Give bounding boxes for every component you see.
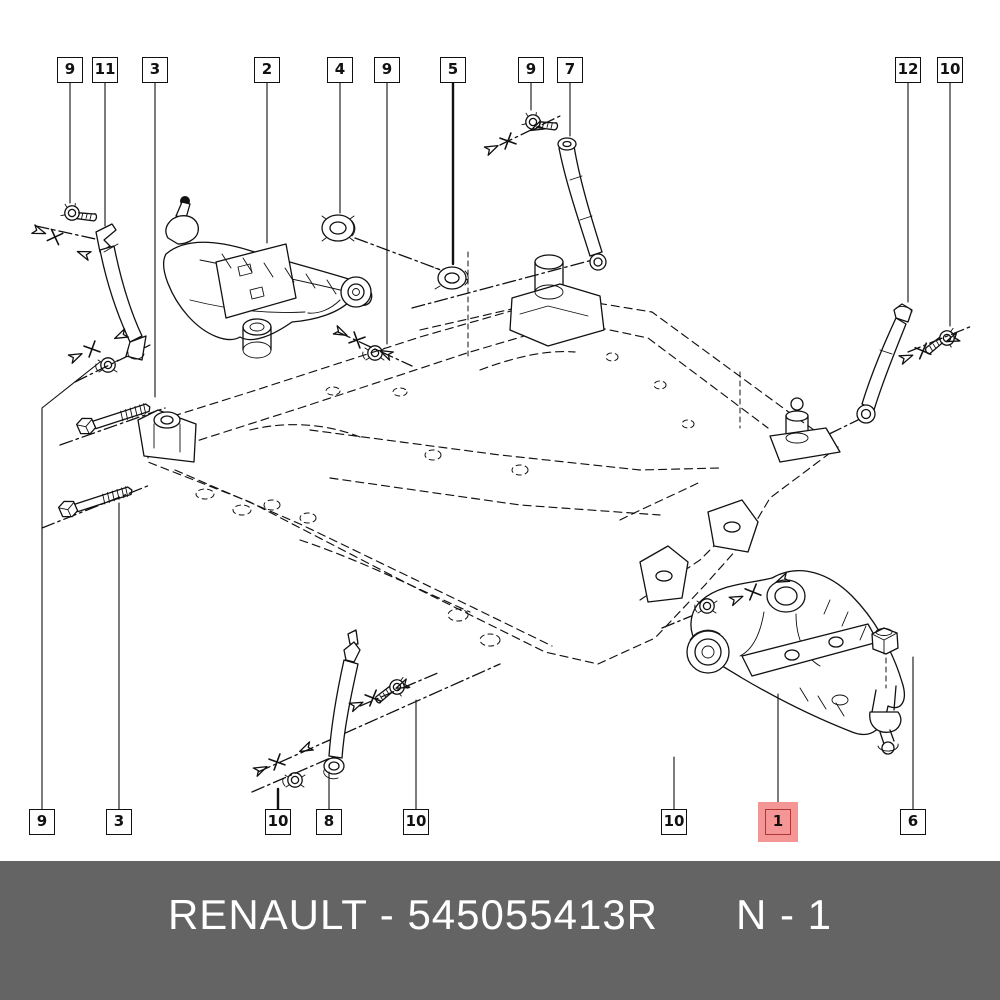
control-arm-left-part-2	[163, 196, 373, 359]
link-part-8	[323, 629, 361, 780]
callout-part-6[interactable]: 6	[900, 809, 926, 835]
callout-part-7[interactable]: 7	[557, 57, 583, 83]
callout-part-10[interactable]: 10	[265, 809, 291, 835]
callout-part-9[interactable]: 9	[374, 57, 400, 83]
bushing-part-4	[321, 214, 356, 242]
callout-part-10[interactable]: 10	[661, 809, 687, 835]
nut-part-10-bottom	[282, 772, 306, 788]
callout-part-3[interactable]: 3	[142, 57, 168, 83]
callout-part-9[interactable]: 9	[518, 57, 544, 83]
footer-part-number-text: RENAULT - 545055413R	[167, 891, 659, 938]
subframe-right-tower	[769, 397, 841, 463]
nut-part-6	[871, 627, 899, 689]
subframe-left-mount	[137, 409, 197, 463]
callout-part-9[interactable]: 9	[29, 809, 55, 835]
footer-bar: RENAULT - 545055413R N - 1	[0, 861, 1000, 1000]
long-bolt-upper	[75, 403, 151, 435]
torque-marks	[31, 120, 961, 777]
callout-part-8[interactable]: 8	[316, 809, 342, 835]
control-arm-right-part-1	[686, 570, 905, 736]
link-part-7	[557, 137, 607, 271]
callout-part-2[interactable]: 2	[254, 57, 280, 83]
callout-part-4[interactable]: 4	[327, 57, 353, 83]
subframe-corner-brackets	[639, 499, 759, 603]
ball-joint-part-1	[869, 685, 902, 755]
callout-part-9[interactable]: 9	[57, 57, 83, 83]
stabilizer-link-left-part-11	[95, 223, 147, 361]
bolt-part-9-top-left	[59, 199, 99, 231]
callout-part-3[interactable]: 3	[106, 809, 132, 835]
bushing-part-5	[434, 266, 469, 290]
callout-part-1[interactable]: 1	[765, 809, 791, 835]
subframe-center-tower	[509, 254, 605, 347]
callout-leader-lines	[41, 81, 951, 811]
long-bolt-lower	[57, 486, 133, 518]
leader-line-9	[41, 361, 101, 810]
link-part-12	[856, 303, 913, 424]
footer-page-ref: N - 1	[736, 891, 833, 938]
callout-part-5[interactable]: 5	[440, 57, 466, 83]
callout-part-10[interactable]: 10	[937, 57, 963, 83]
callout-part-12[interactable]: 12	[895, 57, 921, 83]
callout-part-11[interactable]: 11	[92, 57, 118, 83]
callout-part-10[interactable]: 10	[403, 809, 429, 835]
